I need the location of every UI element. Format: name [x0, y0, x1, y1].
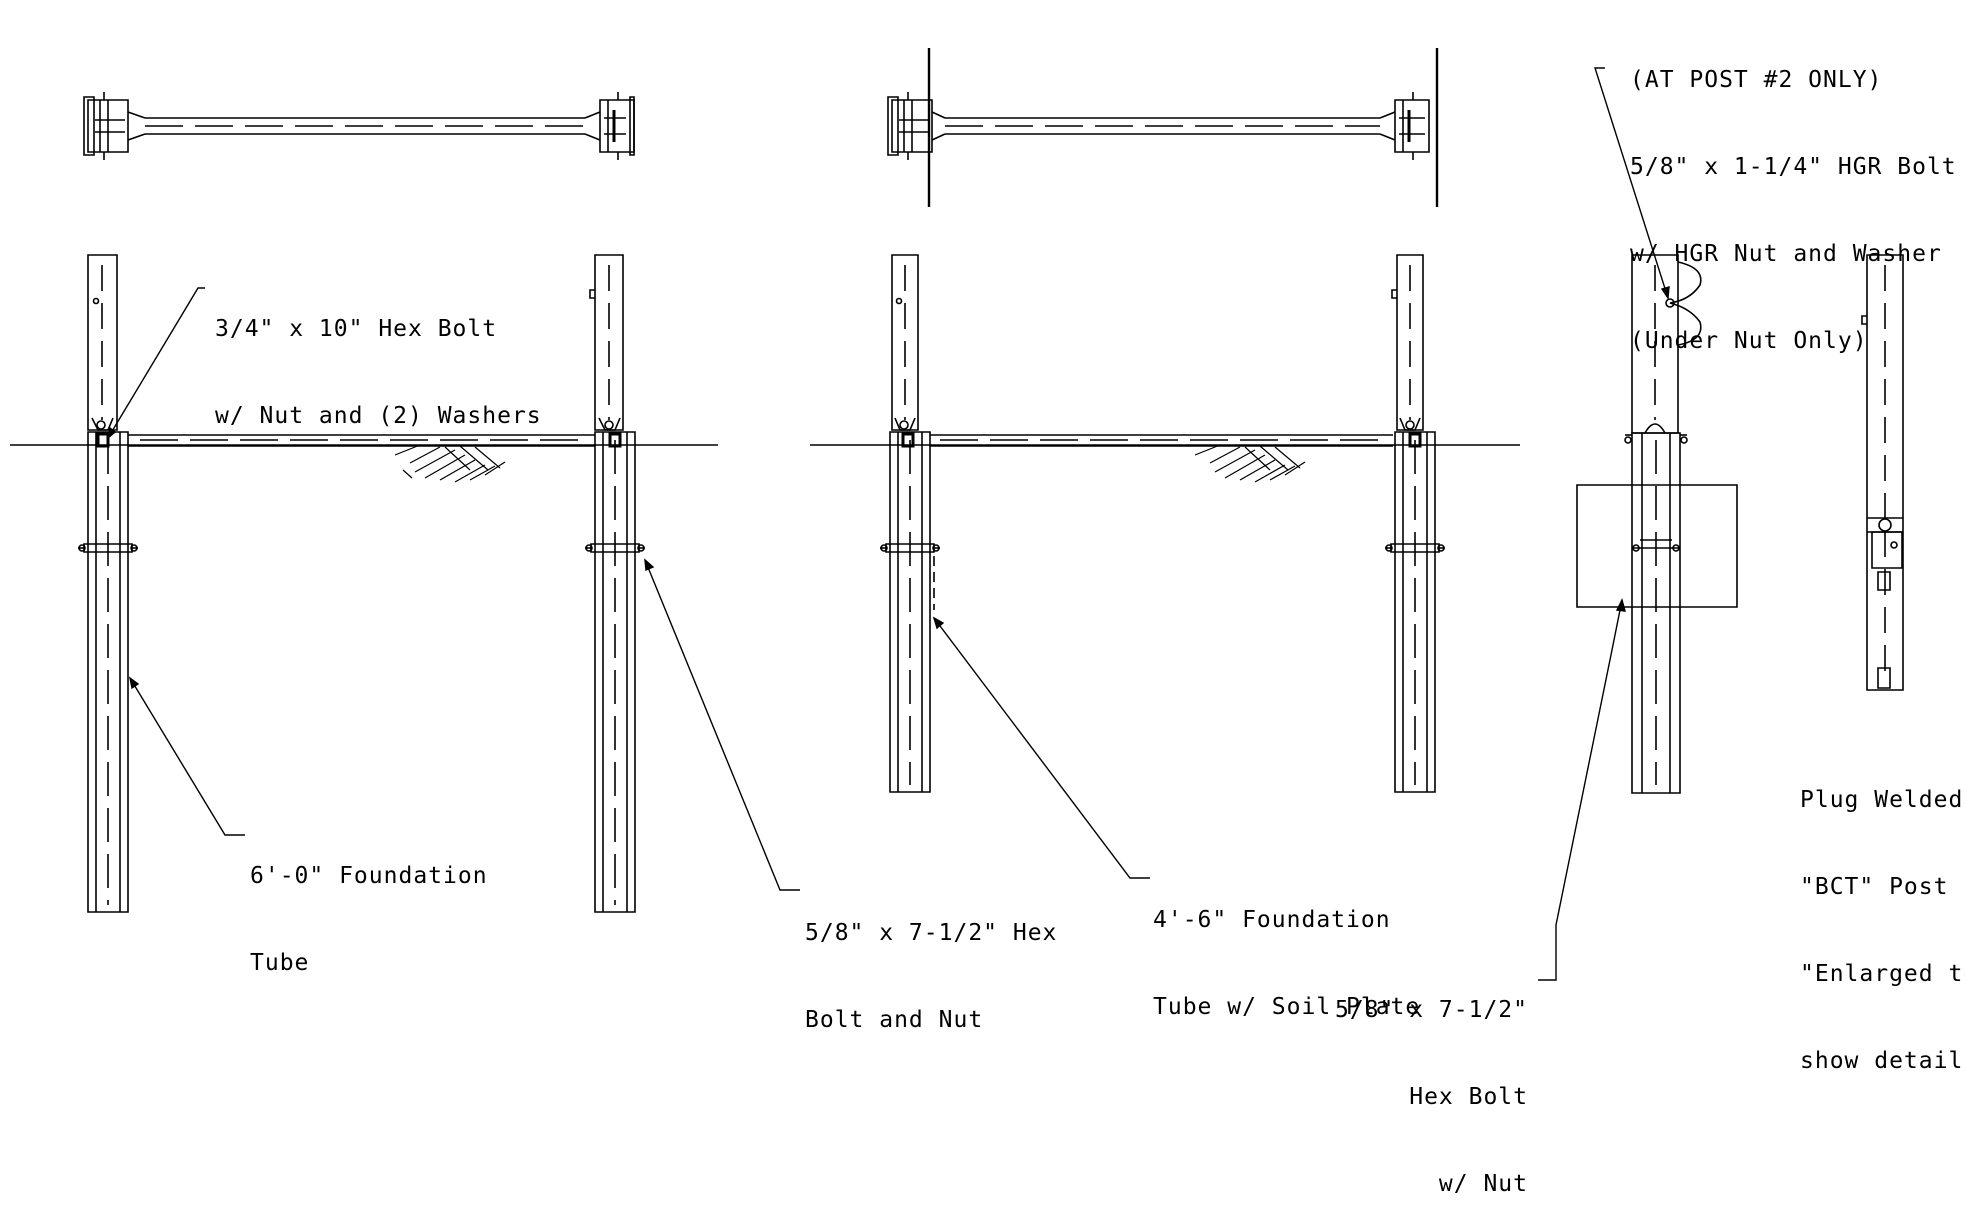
elevation-middle	[810, 255, 1520, 792]
callout-hex-bolt-5-8-left: 5/8" x 7-1/2" Hex Bolt and Nut	[805, 861, 1057, 1064]
plug-welded-detail	[1862, 255, 1903, 690]
callout-line: (AT POST #2 ONLY)	[1630, 67, 1883, 93]
engineering-drawing	[0, 0, 1965, 1014]
callout-line: (Under Nut Only)	[1630, 328, 1868, 354]
callout-line: 5/8" x 7-1/2"	[1334, 997, 1528, 1023]
callout-hgr-bolt: (AT POST #2 ONLY) 5/8" x 1-1/4" HGR Bolt…	[1630, 8, 1957, 385]
callout-hex-bolt-5-8-right: 5/8" x 7-1/2" Hex Bolt w/ Nut	[1290, 938, 1528, 1228]
callout-line: Hex Bolt	[1409, 1084, 1528, 1110]
callout-line: w/ Nut and (2) Washers	[215, 403, 542, 429]
callout-line: Tube	[250, 950, 310, 976]
callout-foundation-6-0: 6'-0" Foundation Tube	[250, 804, 488, 1007]
callout-line: 6'-0" Foundation	[250, 863, 488, 889]
callout-plug-welded: Plug Welded "BCT" Post "Enlarged to show…	[1800, 728, 1965, 1105]
callout-hex-bolt-3-4: 3/4" x 10" Hex Bolt w/ Nut and (2) Washe…	[215, 257, 542, 460]
elevation-left	[10, 255, 718, 912]
plan-view-middle	[888, 48, 1437, 207]
side-view	[1577, 255, 1737, 793]
callout-line: "Enlarged to	[1800, 961, 1965, 987]
callout-line: 5/8" x 7-1/2" Hex	[805, 920, 1058, 946]
callout-line: show detail"	[1800, 1048, 1965, 1074]
callout-line: 4'-6" Foundation	[1153, 907, 1391, 933]
plan-view-left	[84, 92, 634, 160]
callout-line: Bolt and Nut	[805, 1007, 984, 1033]
callout-line: 5/8" x 1-1/4" HGR Bolt	[1630, 154, 1957, 180]
leader-lines	[108, 68, 1669, 980]
callout-line: "BCT" Post	[1800, 874, 1949, 900]
callout-line: w/ HGR Nut and Washer	[1630, 241, 1942, 267]
callout-line: Plug Welded	[1800, 787, 1964, 813]
callout-line: w/ Nut	[1438, 1171, 1528, 1197]
callout-line: 3/4" x 10" Hex Bolt	[215, 316, 498, 342]
